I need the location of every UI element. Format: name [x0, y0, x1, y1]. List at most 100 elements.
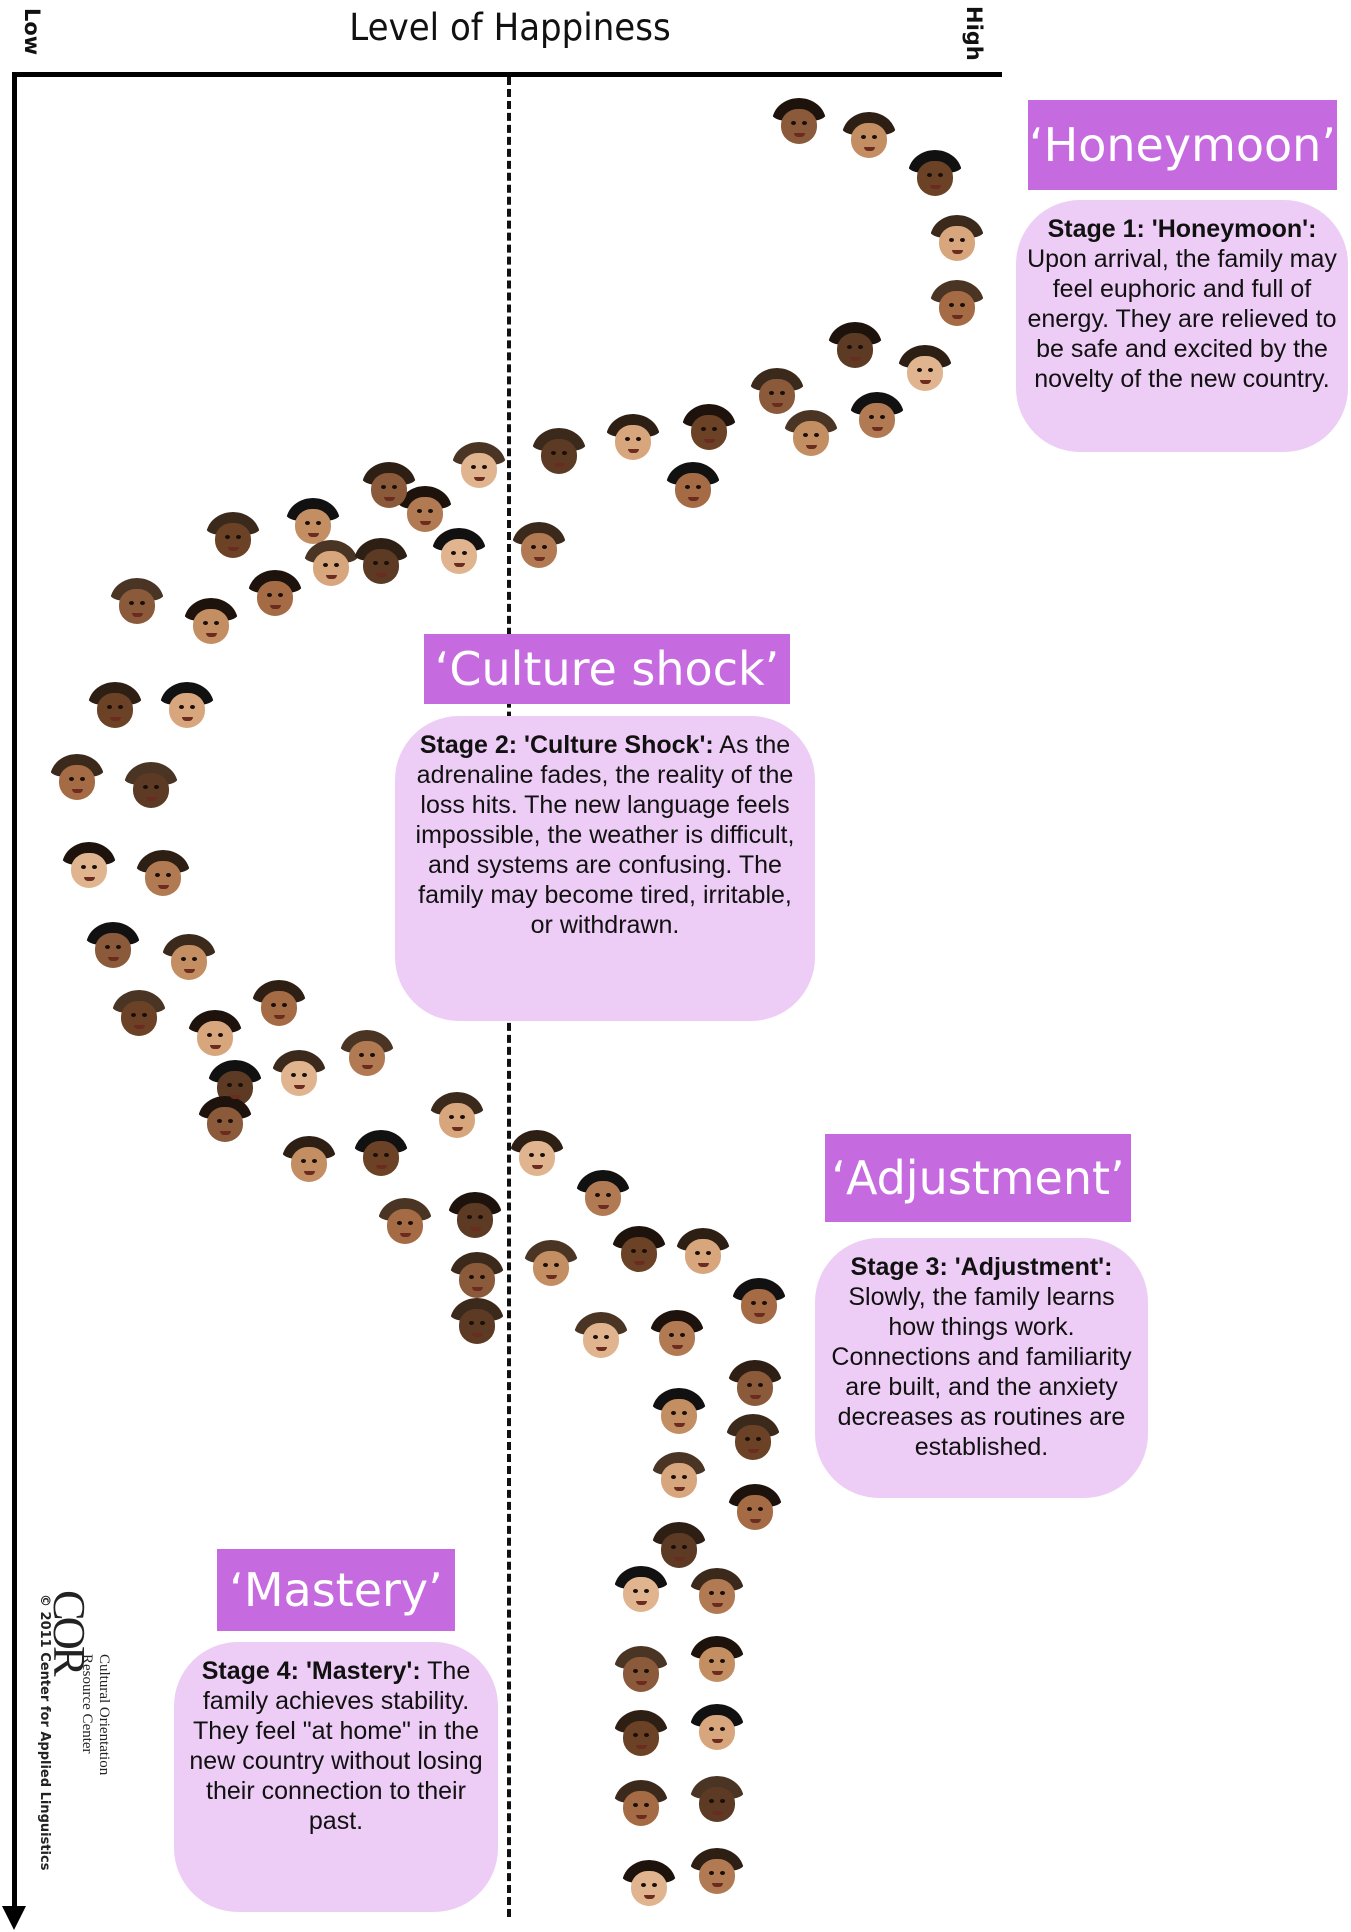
face-eye [880, 415, 886, 420]
face-photo [732, 1278, 786, 1326]
face-photo [614, 1780, 668, 1828]
face-eye [462, 551, 468, 556]
face-eye [644, 1669, 650, 1674]
face-eye [305, 521, 311, 526]
face-photo [682, 404, 736, 452]
face-mouth [627, 448, 640, 453]
face-mouth [597, 1204, 610, 1209]
face-eye [720, 1871, 726, 1876]
face-mouth [793, 132, 806, 137]
face-photo [728, 1360, 782, 1408]
face-photo [304, 540, 358, 588]
face-eye [858, 345, 864, 350]
face-eye [633, 1669, 639, 1674]
face-eye [449, 1115, 455, 1120]
face-photo [576, 1170, 630, 1218]
stage-4-heading: Stage 4: 'Mastery': [201, 1657, 421, 1685]
face-eye [756, 1437, 762, 1442]
face-eye [869, 415, 875, 420]
face-mouth [107, 956, 120, 961]
face-mouth [183, 968, 196, 973]
stage-2-title: ‘Culture shock’ [424, 634, 790, 704]
face-eye [203, 621, 209, 626]
face-eye [595, 1193, 601, 1198]
face-eye [847, 345, 853, 350]
face-eye [928, 368, 934, 373]
face-eye [758, 1383, 764, 1388]
face-mouth [951, 249, 964, 254]
face-mouth [303, 1170, 316, 1175]
face-eye [228, 1119, 234, 1124]
face-photo [282, 1136, 336, 1184]
face-mouth [673, 1422, 686, 1427]
face-photo [614, 1710, 668, 1758]
face-eye [791, 121, 797, 126]
face-photo [652, 1522, 706, 1570]
face-eye [531, 545, 537, 550]
face-eye [554, 1263, 560, 1268]
stage-4-title: ‘Mastery’ [217, 1549, 455, 1631]
face-eye [291, 1073, 297, 1078]
face-photo [450, 1298, 504, 1346]
face-photo [690, 1776, 744, 1824]
stage-3-text: Slowly, the family learns how things wor… [831, 1283, 1132, 1461]
face-eye [960, 303, 966, 308]
face-eye [720, 1591, 726, 1596]
face-eye [143, 785, 149, 790]
face-photo [354, 538, 408, 586]
face-photo [86, 922, 140, 970]
face-eye [107, 705, 113, 710]
face-eye [747, 1507, 753, 1512]
face-eye [118, 705, 124, 710]
face-photo [110, 578, 164, 626]
face-photo [362, 462, 416, 510]
face-eye [359, 1053, 365, 1058]
face-eye [671, 1475, 677, 1480]
face-photo [206, 512, 260, 560]
face-eye [529, 1153, 535, 1158]
face-eye [334, 563, 340, 568]
face-mouth [471, 1286, 484, 1291]
face-eye [271, 1003, 277, 1008]
copyright-notice: © 2011 Center for Applied Linguistics [37, 1594, 52, 1871]
face-photo [432, 528, 486, 576]
face-photo [652, 1388, 706, 1436]
face-mouth [703, 438, 716, 443]
face-photo [188, 1010, 242, 1058]
face-mouth [711, 1602, 724, 1607]
face-photo [532, 428, 586, 476]
face-eye [709, 1659, 715, 1664]
face-photo [690, 1568, 744, 1616]
face-photo [354, 1130, 408, 1178]
cor-logo-line2: Resource Center [79, 1654, 95, 1754]
face-mouth [229, 1094, 242, 1099]
face-eye [469, 1321, 475, 1326]
face-eye [480, 1275, 486, 1280]
face-photo [398, 486, 452, 534]
face-eye [81, 865, 87, 870]
face-photo [184, 598, 238, 646]
face-eye [747, 1383, 753, 1388]
face-eye [80, 777, 86, 782]
face-mouth [145, 796, 158, 801]
face-mouth [697, 1262, 710, 1267]
face-photo [930, 280, 984, 328]
face-eye [949, 303, 955, 308]
face-eye [671, 1411, 677, 1416]
axis-title: Level of Happiness [349, 6, 671, 49]
face-photo [676, 1228, 730, 1276]
face-eye [469, 1275, 475, 1280]
face-photo [524, 1240, 578, 1288]
face-photo [690, 1704, 744, 1752]
face-eye [207, 1033, 213, 1038]
face-eye [680, 1333, 686, 1338]
face-eye [116, 945, 122, 950]
face-eye [917, 368, 923, 373]
face-eye [282, 1003, 288, 1008]
face-photo [50, 754, 104, 802]
face-eye [482, 465, 488, 470]
face-eye [642, 1249, 648, 1254]
stage-3-title: ‘Adjustment’ [825, 1134, 1131, 1222]
face-eye [373, 561, 379, 566]
